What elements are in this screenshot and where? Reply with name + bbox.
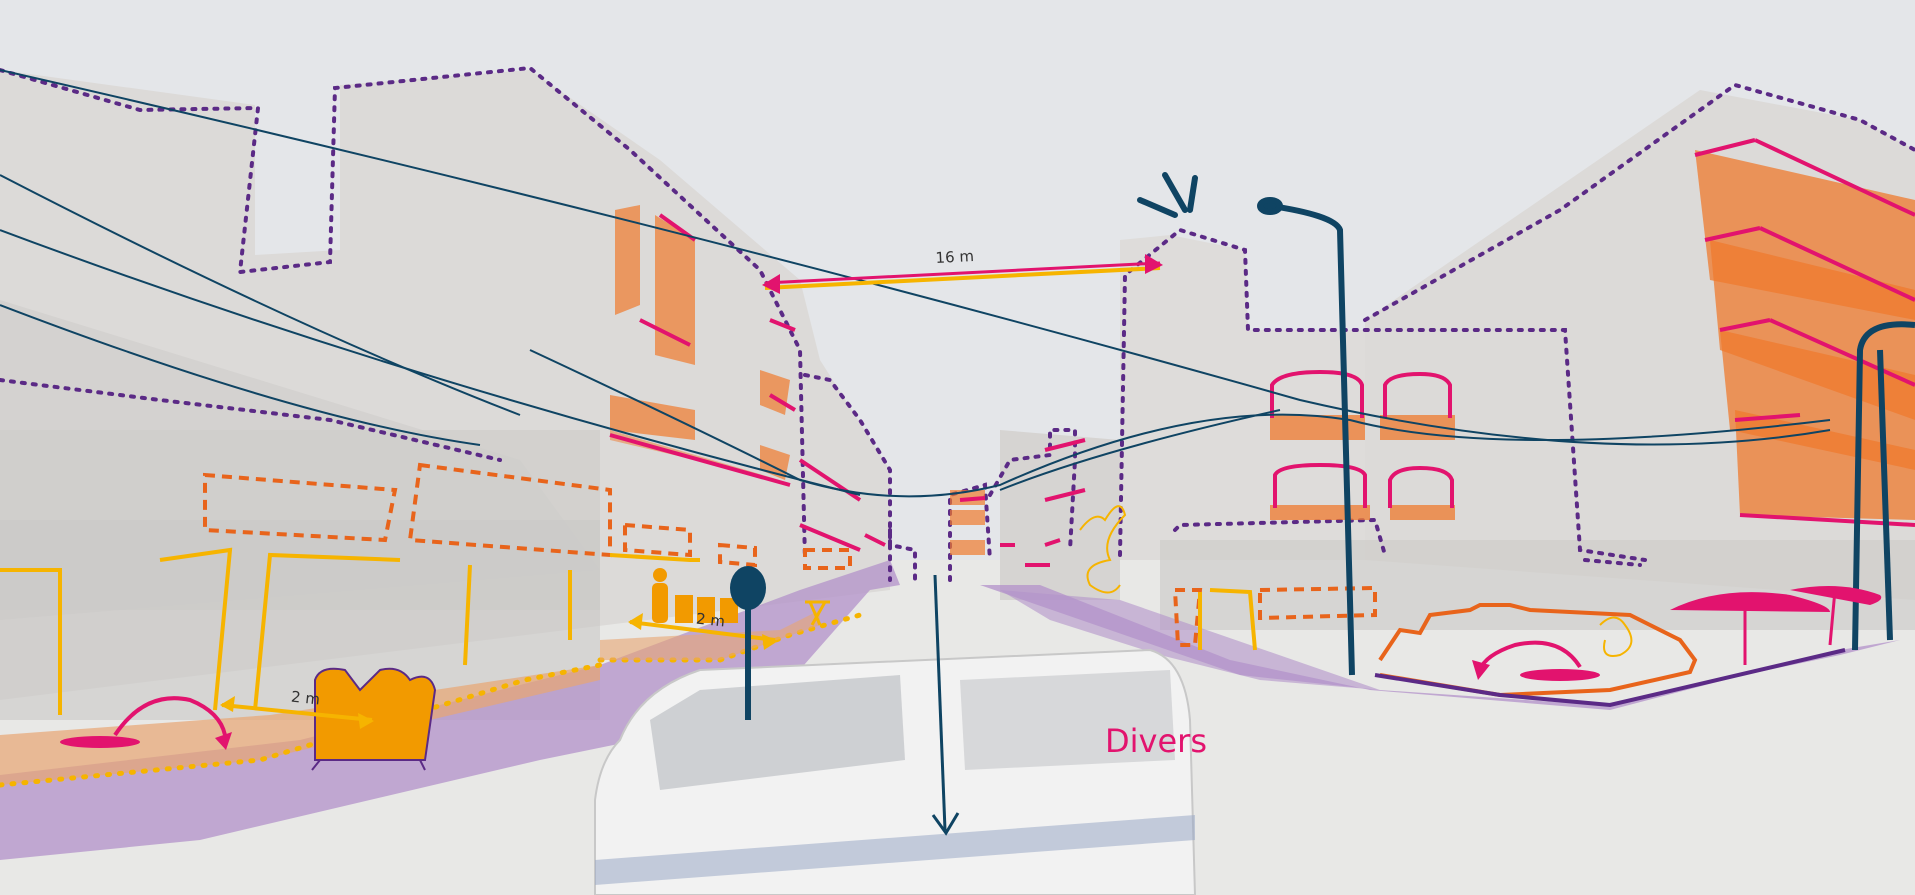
pedestrian-icon — [652, 568, 668, 623]
cafe-table — [805, 600, 830, 626]
sign-post-icon — [730, 566, 766, 720]
street-lamp-icon — [1257, 197, 1915, 676]
building-outline-dotted — [0, 65, 1915, 582]
balconies-left — [609, 205, 886, 552]
balconies-right-tower — [1694, 138, 1915, 527]
frontage-width-label: 2 m — [695, 610, 726, 631]
turn-arrow-icon — [60, 640, 1600, 750]
corner-curb — [1374, 648, 1846, 708]
corner-zone — [1000, 590, 1380, 690]
shop-frontages — [0, 547, 1257, 715]
overhead-wires — [0, 69, 1831, 498]
sidewalk-dimension-2m — [220, 696, 374, 729]
lamp-light-rays — [1137, 172, 1198, 218]
parasol-icon — [1670, 586, 1882, 665]
view-direction-arrow — [931, 574, 960, 836]
sidewalk-width-label: 2 m — [290, 688, 321, 709]
street-width-label: 16 m — [935, 247, 974, 267]
terrace-chairs — [675, 595, 738, 623]
left-sidewalk — [0, 665, 600, 785]
market-stall-outline — [1378, 603, 1698, 698]
terrace-zone — [600, 610, 820, 660]
decorative-scribble — [1079, 505, 1633, 657]
balconies-center — [950, 438, 1086, 567]
minibus-icon — [594, 648, 1197, 895]
corner-label-divers: Divers — [1105, 722, 1207, 760]
width-dimension-16m — [762, 254, 1163, 294]
armchair-icon — [311, 667, 437, 771]
